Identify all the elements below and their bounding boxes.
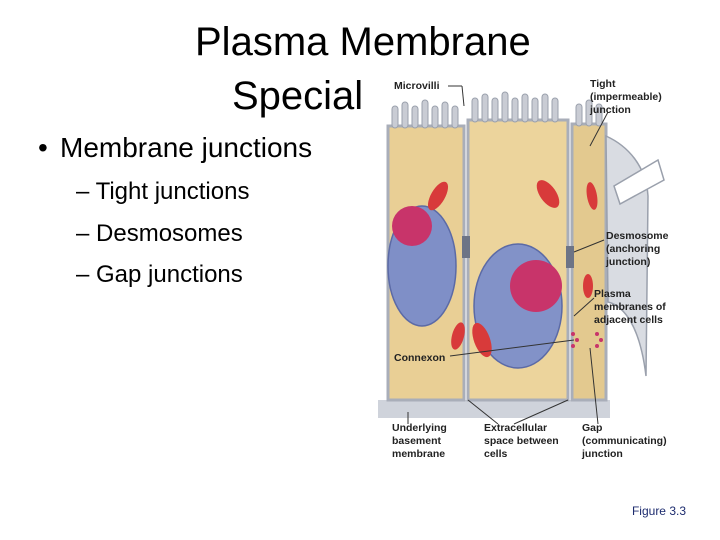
- label-plasma-membranes: Plasma membranes of adjacent cells: [594, 288, 666, 327]
- sub-item-desmosomes: – Desmosomes: [76, 220, 243, 247]
- desmosome-plaque-1: [462, 236, 470, 258]
- label-gap-line2: (communicating): [582, 435, 667, 447]
- slide-title-line1: Plasma Membrane: [195, 20, 531, 64]
- label-basement-line2: basement: [392, 435, 442, 447]
- tight-junction-strip: [613, 158, 665, 206]
- label-desmosome-line3: junction): [606, 256, 651, 268]
- label-gap-junction: Gap (communicating) junction: [582, 422, 667, 461]
- label-extracellular-line3: cells: [484, 448, 508, 460]
- label-extracellular-line2: space between: [484, 435, 559, 447]
- sub-item-gap-junctions: – Gap junctions: [76, 261, 243, 288]
- sub-item-tight-junctions: – Tight junctions: [76, 178, 250, 205]
- label-plasma-line2: membranes of: [594, 301, 666, 313]
- label-extracellular-space: Extracellular space between cells: [484, 422, 559, 461]
- label-basement-line1: Underlying: [392, 422, 447, 434]
- label-plasma-line1: Plasma: [594, 288, 631, 300]
- bullet-membrane-junctions: • Membrane junctions: [38, 132, 312, 164]
- basement-membrane: [378, 400, 610, 418]
- microvilli-fringe: [391, 91, 603, 129]
- label-gap-line3: junction: [582, 448, 623, 460]
- label-tight-line1: Tight: [590, 78, 616, 90]
- label-extracellular-line1: Extracellular: [484, 422, 548, 434]
- leader-lines: [407, 85, 609, 425]
- nucleolus-middle: [510, 260, 562, 312]
- cell-illustration: [378, 85, 665, 425]
- membrane-junctions-figure: Microvilli Tight (impermeable) junction …: [378, 76, 720, 470]
- label-tight-line2: (impermeable): [590, 91, 662, 103]
- label-connexon: Connexon: [394, 352, 446, 364]
- gap-junction-dots: [571, 332, 603, 348]
- label-microvilli: Microvilli: [394, 80, 440, 92]
- label-plasma-line3: adjacent cells: [594, 314, 663, 326]
- label-basement-membrane: Underlying basement membrane: [392, 422, 447, 461]
- cell-right: [570, 122, 608, 402]
- bullet-text: Membrane junctions: [60, 132, 313, 163]
- organelles: [427, 180, 598, 358]
- label-desmosome-line1: Desmosome: [606, 230, 669, 242]
- label-desmosome: Desmosome (anchoring junction): [606, 230, 668, 269]
- label-basement-line3: membrane: [392, 448, 446, 460]
- bullet-marker: •: [38, 132, 48, 163]
- label-tight-junction: Tight (impermeable) junction: [590, 78, 662, 117]
- label-gap-line1: Gap: [582, 422, 603, 434]
- label-desmosome-line2: (anchoring: [606, 243, 661, 255]
- slide-title-line2: Special: [232, 74, 364, 118]
- label-tight-line3: junction: [590, 104, 631, 116]
- nucleolus-left: [392, 206, 432, 246]
- desmosome-plaque-2: [566, 246, 574, 268]
- figure-caption: Figure 3.3: [631, 504, 686, 518]
- peeled-membrane: [605, 134, 649, 377]
